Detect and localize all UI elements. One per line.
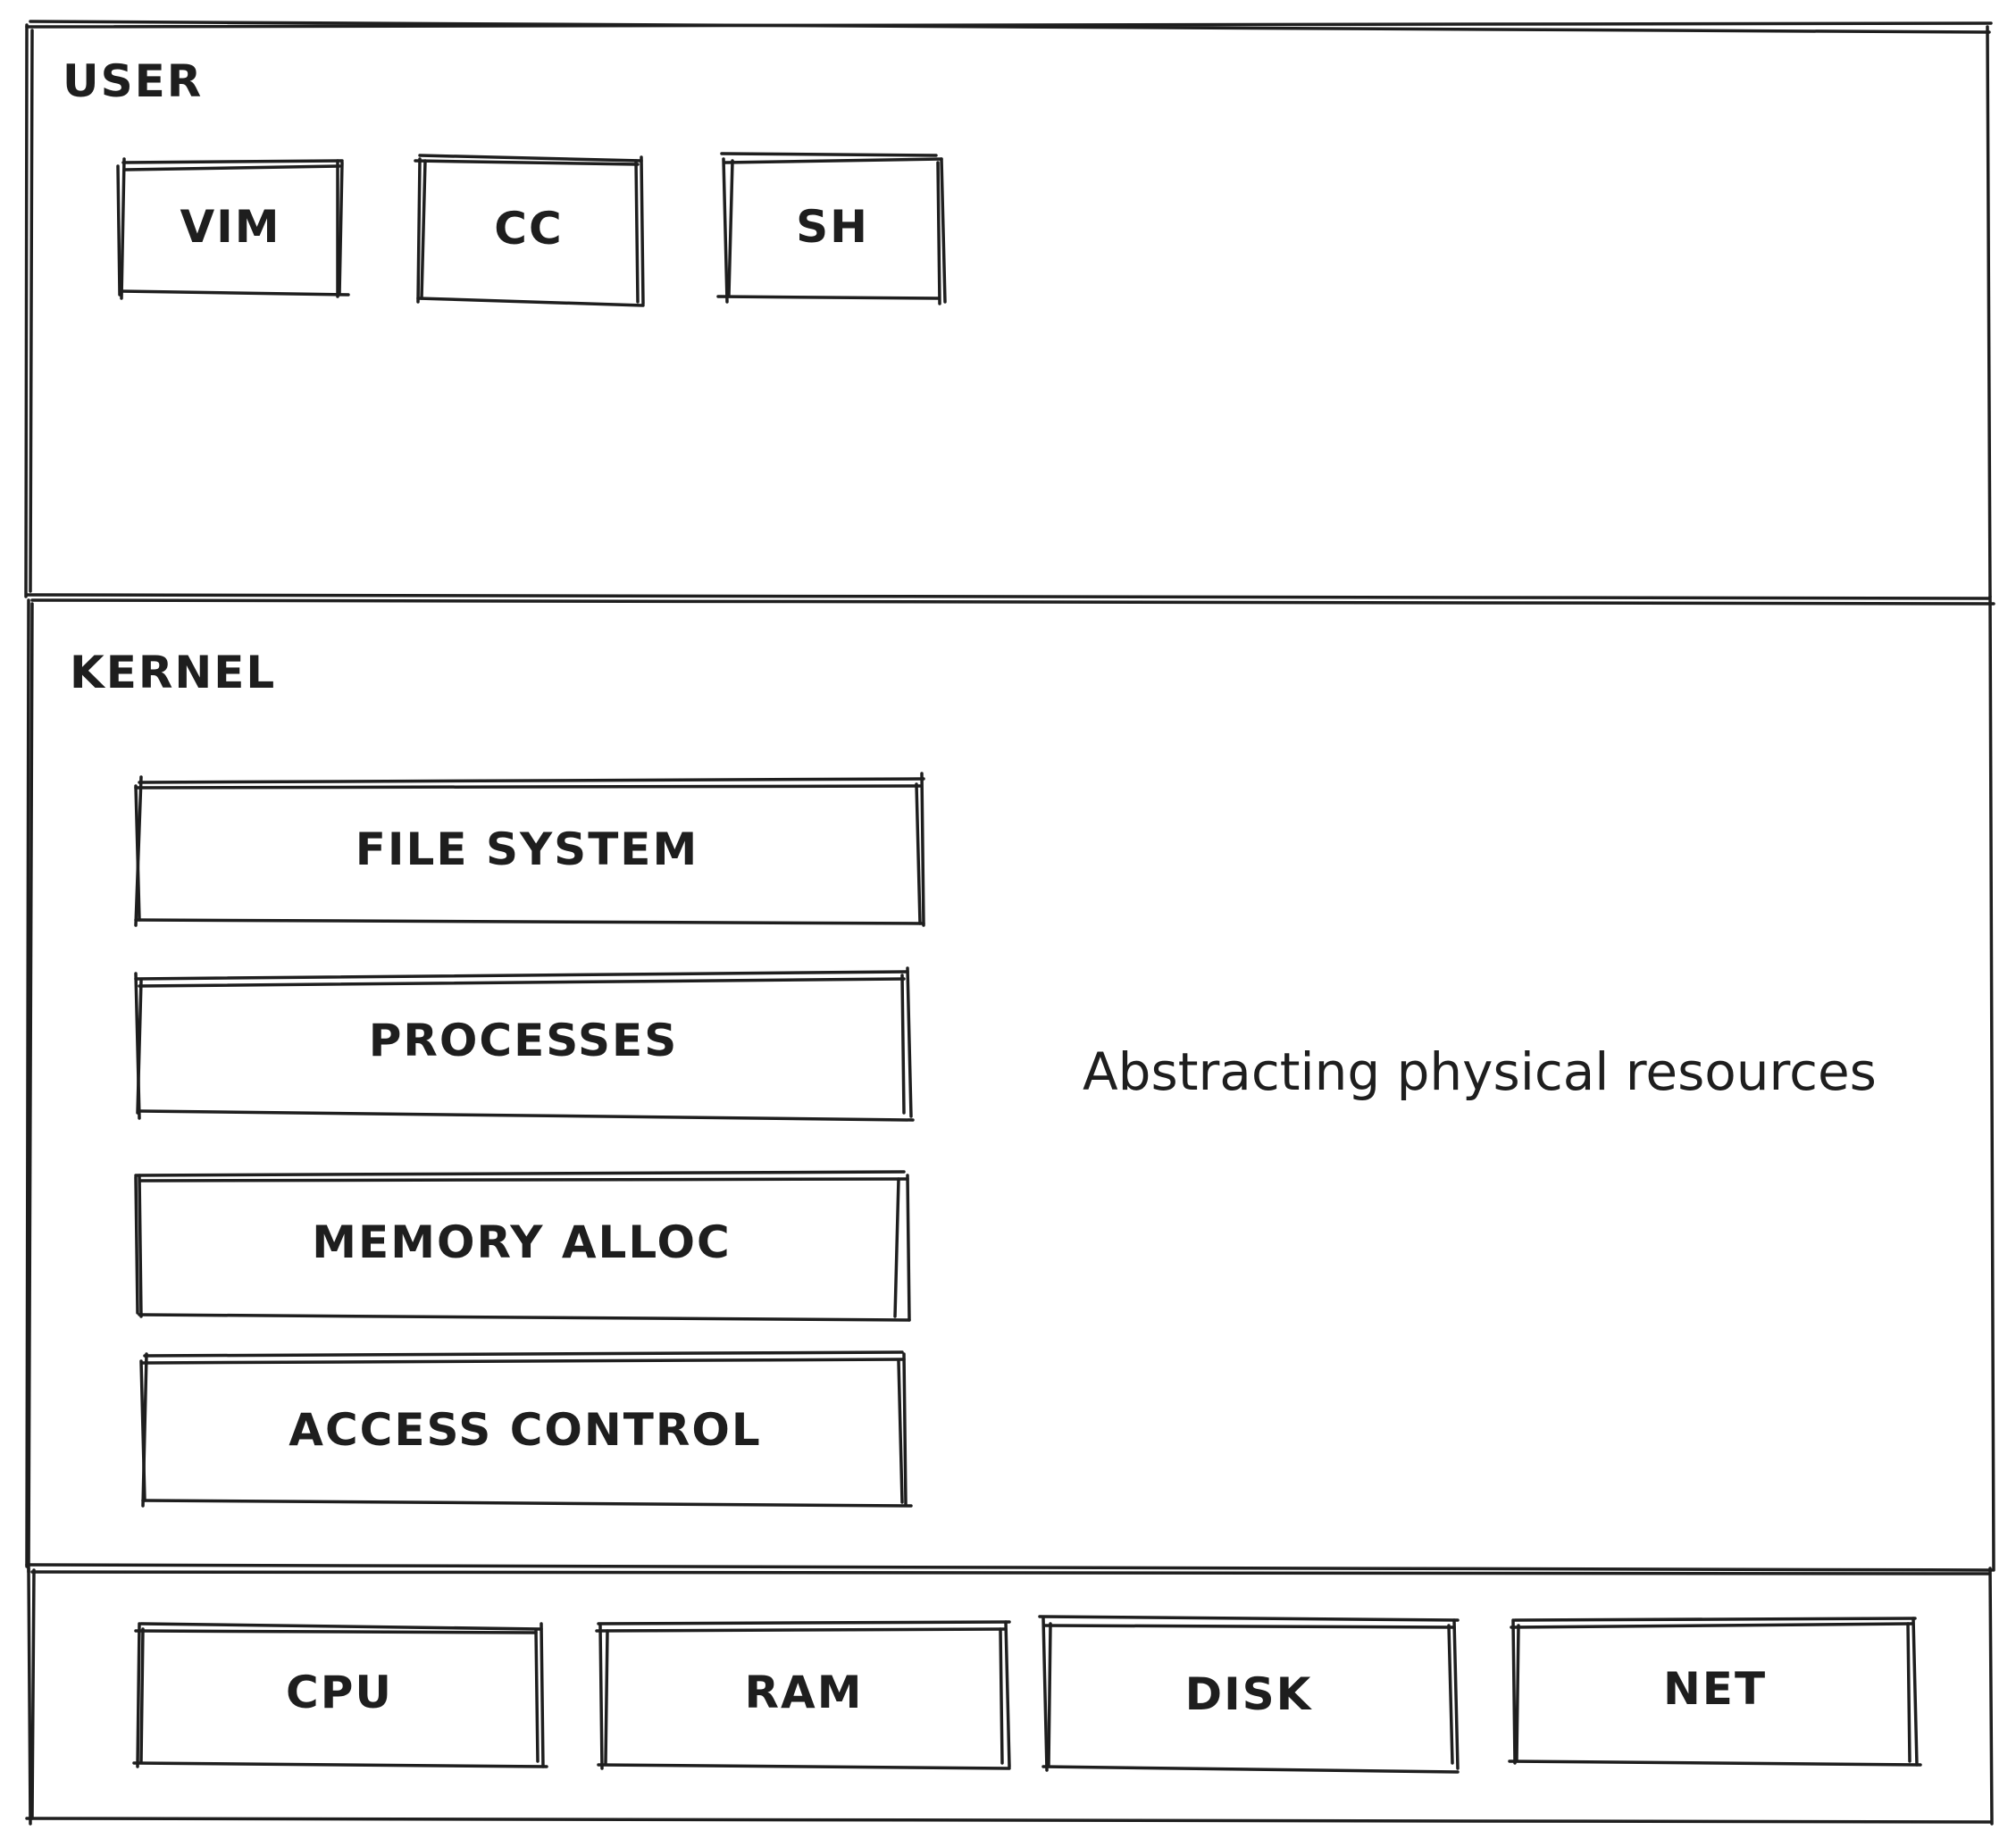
hardware-resource-disk-label: DISK bbox=[1185, 1668, 1313, 1720]
hardware-resource-ram-label: RAM bbox=[745, 1667, 864, 1718]
hardware-resource-net-label: NET bbox=[1663, 1663, 1767, 1715]
user-program-vim-label: VIM bbox=[180, 201, 280, 253]
user-section: USER VIM bbox=[24, 20, 1993, 598]
hardware-resource-cpu-label: CPU bbox=[286, 1667, 393, 1718]
kernel-section-label: KERNEL bbox=[70, 647, 276, 698]
hardware-resource-ram: RAM bbox=[595, 1620, 1011, 1770]
kernel-subsystem-processes-label: PROCESSES bbox=[369, 1015, 678, 1066]
user-program-sh: SH bbox=[716, 152, 947, 305]
hardware-resource-disk: DISK bbox=[1038, 1615, 1460, 1774]
kernel-subsystem-access-control: ACCESS CONTROL bbox=[139, 1350, 913, 1508]
hardware-section: CPU RAM bbox=[25, 1563, 1994, 1826]
kernel-subsystem-access-control-label: ACCESS CONTROL bbox=[289, 1404, 761, 1456]
user-program-sh-label: SH bbox=[796, 201, 869, 253]
user-program-vim: VIM bbox=[116, 157, 350, 300]
hardware-resource-cpu: CPU bbox=[132, 1622, 548, 1768]
kernel-subsystem-memory-alloc: MEMORY ALLOC bbox=[134, 1170, 911, 1322]
kernel-subsystem-file-system: FILE SYSTEM bbox=[134, 772, 925, 927]
hardware-section-border bbox=[25, 1563, 1994, 1826]
kernel-annotation: Abstracting physical resources bbox=[1083, 1041, 1877, 1102]
kernel-subsystem-processes: PROCESSES bbox=[134, 966, 915, 1122]
kernel-subsystem-memory-alloc-label: MEMORY ALLOC bbox=[312, 1216, 731, 1268]
user-program-cc-label: CC bbox=[494, 203, 563, 255]
user-program-cc: CC bbox=[414, 154, 645, 307]
user-section-label: USER bbox=[63, 55, 203, 107]
user-section-border bbox=[24, 20, 1993, 598]
hardware-resource-net: NET bbox=[1508, 1617, 1922, 1767]
kernel-subsystem-file-system-label: FILE SYSTEM bbox=[356, 823, 698, 875]
kernel-section: KERNEL FILE SYSTEM bbox=[25, 593, 1995, 1574]
kernel-section-border bbox=[25, 593, 1995, 1574]
